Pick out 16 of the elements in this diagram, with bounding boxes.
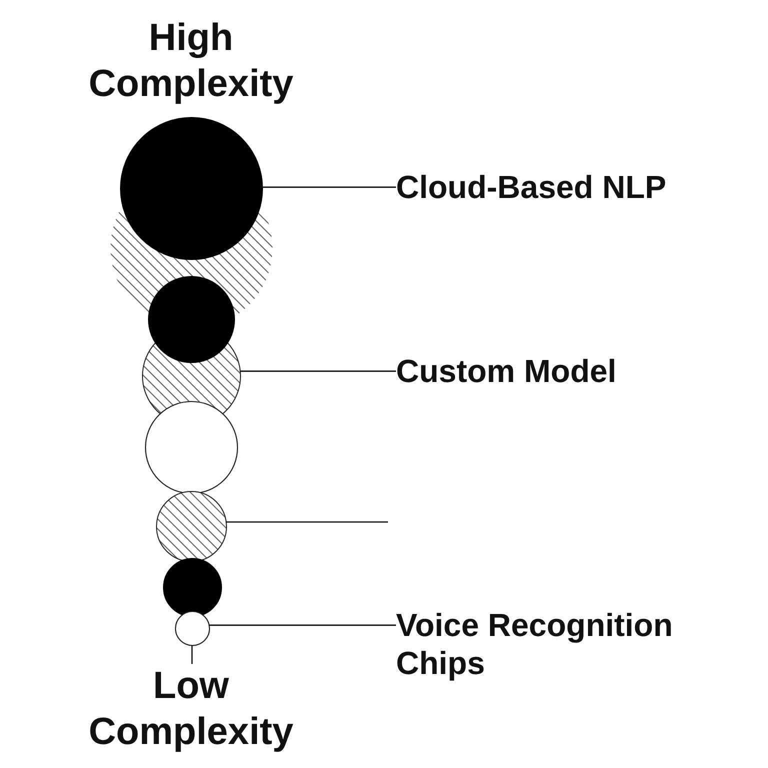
filled-circle	[146, 274, 236, 364]
callout-label: Voice Recognition Chips	[396, 606, 674, 683]
filled-circle	[118, 116, 264, 260]
callout-label: Custom Model	[396, 352, 616, 390]
leader-line	[240, 370, 396, 372]
axis-end-label: High Complexity	[88, 16, 294, 107]
filled-circle	[162, 556, 222, 618]
leader-line	[262, 186, 396, 188]
axis-end-label: Low Complexity	[88, 664, 294, 755]
leader-line	[208, 624, 396, 626]
outlined-circle	[144, 400, 238, 494]
hatched-circle	[154, 490, 228, 562]
leader-line	[191, 645, 193, 664]
callout-label: Cloud-Based NLP	[396, 168, 666, 206]
outlined-circle	[174, 610, 210, 646]
leader-line	[226, 521, 388, 523]
